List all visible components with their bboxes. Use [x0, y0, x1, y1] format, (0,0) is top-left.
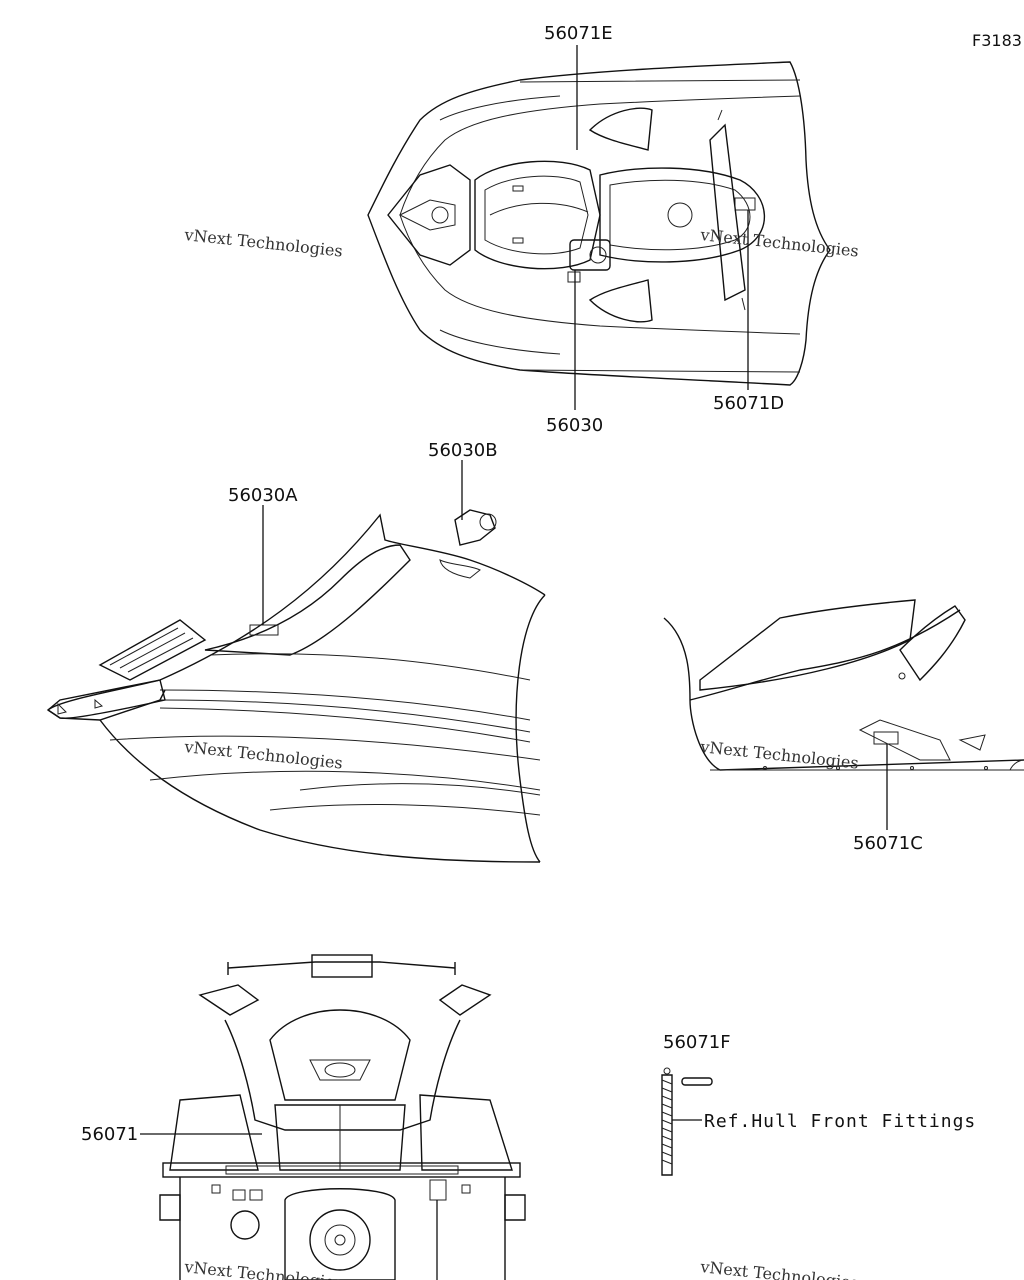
- watermark-6: vNext Technologies: [699, 1257, 860, 1280]
- callout-56030[interactable]: 56030: [546, 415, 603, 436]
- callout-56030B[interactable]: 56030B: [428, 440, 498, 461]
- watermark-3: vNext Technologies: [183, 737, 344, 773]
- callout-56071C[interactable]: 56071C: [853, 833, 923, 854]
- side-rear-drawing: [663, 599, 1024, 771]
- callout-56030A[interactable]: 56030A: [228, 485, 298, 506]
- callout-56071F[interactable]: 56071F: [663, 1032, 731, 1053]
- watermark-1: vNext Technologies: [183, 225, 344, 261]
- figure-id: F3183: [972, 31, 1022, 50]
- reference-note: Ref.Hull Front Fittings: [704, 1111, 976, 1132]
- callout-56071E[interactable]: 56071E: [544, 23, 613, 44]
- watermark-4: vNext Technologies: [699, 737, 860, 773]
- svg-text:vNext Technologies: vNext Technologies: [183, 225, 344, 261]
- svg-text:vNext Technologies: vNext Technologies: [699, 737, 860, 773]
- top-view-drawing: [367, 61, 831, 386]
- watermark-5: vNext Technologies: [183, 1257, 344, 1280]
- svg-text:vNext Technologies: vNext Technologies: [699, 1257, 860, 1280]
- rear-view-drawing: [159, 954, 526, 1280]
- bolt-drawing: [661, 1067, 713, 1176]
- svg-text:vNext Technologies: vNext Technologies: [183, 1257, 344, 1280]
- side-front-drawing: [46, 509, 546, 863]
- callout-56071D[interactable]: 56071D: [713, 393, 784, 414]
- callout-56071[interactable]: 56071: [81, 1124, 138, 1145]
- svg-text:vNext Technologies: vNext Technologies: [183, 737, 344, 773]
